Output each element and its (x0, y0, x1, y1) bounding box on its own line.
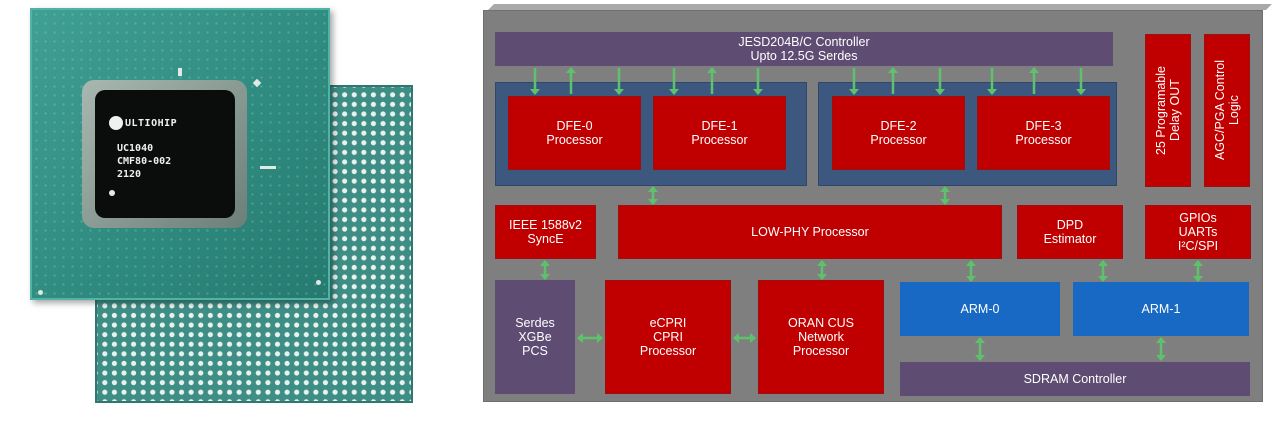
jesd-controller-block: JESD204B/C Controller Upto 12.5G Serdes (495, 32, 1113, 66)
dfe-lowphy-arrow (940, 186, 950, 205)
gpio-label: GPIOs UARTs I²C/SPI (1177, 211, 1219, 253)
lowphy-label: LOW-PHY Processor (751, 225, 869, 239)
jesd-dfe-arrow-up (566, 67, 576, 94)
brand-text: ULTIOHIP (125, 118, 178, 129)
dfe3-block: DFE-3 Processor (977, 96, 1110, 170)
dpd-label: DPD Estimator (1043, 218, 1097, 246)
ecpri-block: eCPRI CPRI Processor (605, 280, 731, 394)
serdes-label: Serdes XGBe PCS (515, 316, 555, 358)
dfe-lowphy-arrow (648, 186, 658, 205)
package-mark (252, 78, 262, 88)
sdram-controller-block: SDRAM Controller (900, 362, 1250, 396)
ieee1588-block: IEEE 1588v2 SyncE (495, 205, 596, 259)
connection-arrows (530, 67, 1203, 361)
oran-block: ORAN CUS Network Processor (758, 280, 884, 394)
jesd-dfe-arrow-down (669, 68, 679, 95)
chip-date-code: 2120 (117, 169, 142, 180)
lowphy-block: LOW-PHY Processor (618, 205, 1002, 259)
jesd-dfe-arrow-down (1076, 68, 1086, 95)
logo-circle-icon (109, 116, 123, 130)
jesd-dfe-arrow-up (707, 67, 717, 94)
chip-package-top: ULTIOHIP UC1040 CMF80-002 2120 (30, 8, 330, 300)
delay-out-block: 25 Programable Delay OUT (1145, 34, 1191, 187)
chip-die: ULTIOHIP UC1040 CMF80-002 2120 (95, 90, 235, 218)
package-mark (178, 68, 182, 76)
package-mark (260, 166, 276, 169)
dfe0-label: DFE-0 Processor (546, 119, 603, 147)
arm0-label: ARM-0 (960, 302, 1000, 316)
ieee1588-label: IEEE 1588v2 SyncE (509, 218, 582, 246)
arm1-block: ARM-1 (1073, 282, 1249, 336)
jesd-dfe-arrow-down (753, 68, 763, 95)
ieee-serdes-arrow (540, 260, 550, 280)
lowphy-arm0-arrow (966, 260, 976, 282)
dpd-arm1-arrow (1098, 260, 1108, 282)
dfe2-block: DFE-2 Processor (832, 96, 965, 170)
dfe1-block: DFE-1 Processor (653, 96, 786, 170)
jesd-dfe-arrow-down (614, 68, 624, 95)
jesd-label: JESD204B/C Controller Upto 12.5G Serdes (738, 35, 870, 63)
gpio-arm1-arrow (1193, 260, 1203, 282)
agc-block: AGC/PGA Control Logic (1204, 34, 1250, 187)
jesd-dfe-arrow-down (935, 68, 945, 95)
jesd-dfe-arrow-up (888, 67, 898, 94)
jesd-dfe-arrow-up (1029, 67, 1039, 94)
arm0-sdram-arrow (975, 337, 985, 361)
dpd-estimator-block: DPD Estimator (1017, 205, 1123, 259)
arm1-label: ARM-1 (1141, 302, 1181, 316)
jesd-dfe-arrow-down (849, 68, 859, 95)
chip-photo: ULTIOHIP UC1040 CMF80-002 2120 (0, 0, 440, 429)
brand-logo: ULTIOHIP (109, 116, 177, 130)
sdram-label: SDRAM Controller (1023, 372, 1127, 386)
lowphy-oran-arrow (817, 260, 827, 280)
chip-part-number: CMF80-002 (117, 156, 172, 167)
dfe2-label: DFE-2 Processor (870, 119, 927, 147)
corner-dot (316, 280, 321, 285)
serdes-ecpri-arrow (577, 333, 603, 343)
arm0-block: ARM-0 (900, 282, 1060, 336)
ecpri-oran-arrow (733, 333, 756, 343)
dfe3-label: DFE-3 Processor (1015, 119, 1072, 147)
block-diagram: JESD204B/C Controller Upto 12.5G Serdes … (483, 10, 1263, 402)
jesd-dfe-arrow-down (530, 68, 540, 95)
corner-dot (38, 290, 43, 295)
oran-label: ORAN CUS Network Processor (788, 316, 854, 358)
arm1-sdram-arrow (1156, 337, 1166, 361)
ecpri-label: eCPRI CPRI Processor (639, 316, 697, 358)
dfe1-label: DFE-1 Processor (691, 119, 748, 147)
jesd-dfe-arrow-down (987, 68, 997, 95)
pin1-dot (109, 190, 115, 196)
chip-model: UC1040 (117, 143, 154, 154)
gpio-block: GPIOs UARTs I²C/SPI (1145, 205, 1251, 259)
dfe0-block: DFE-0 Processor (508, 96, 641, 170)
serdes-block: Serdes XGBe PCS (495, 280, 575, 394)
